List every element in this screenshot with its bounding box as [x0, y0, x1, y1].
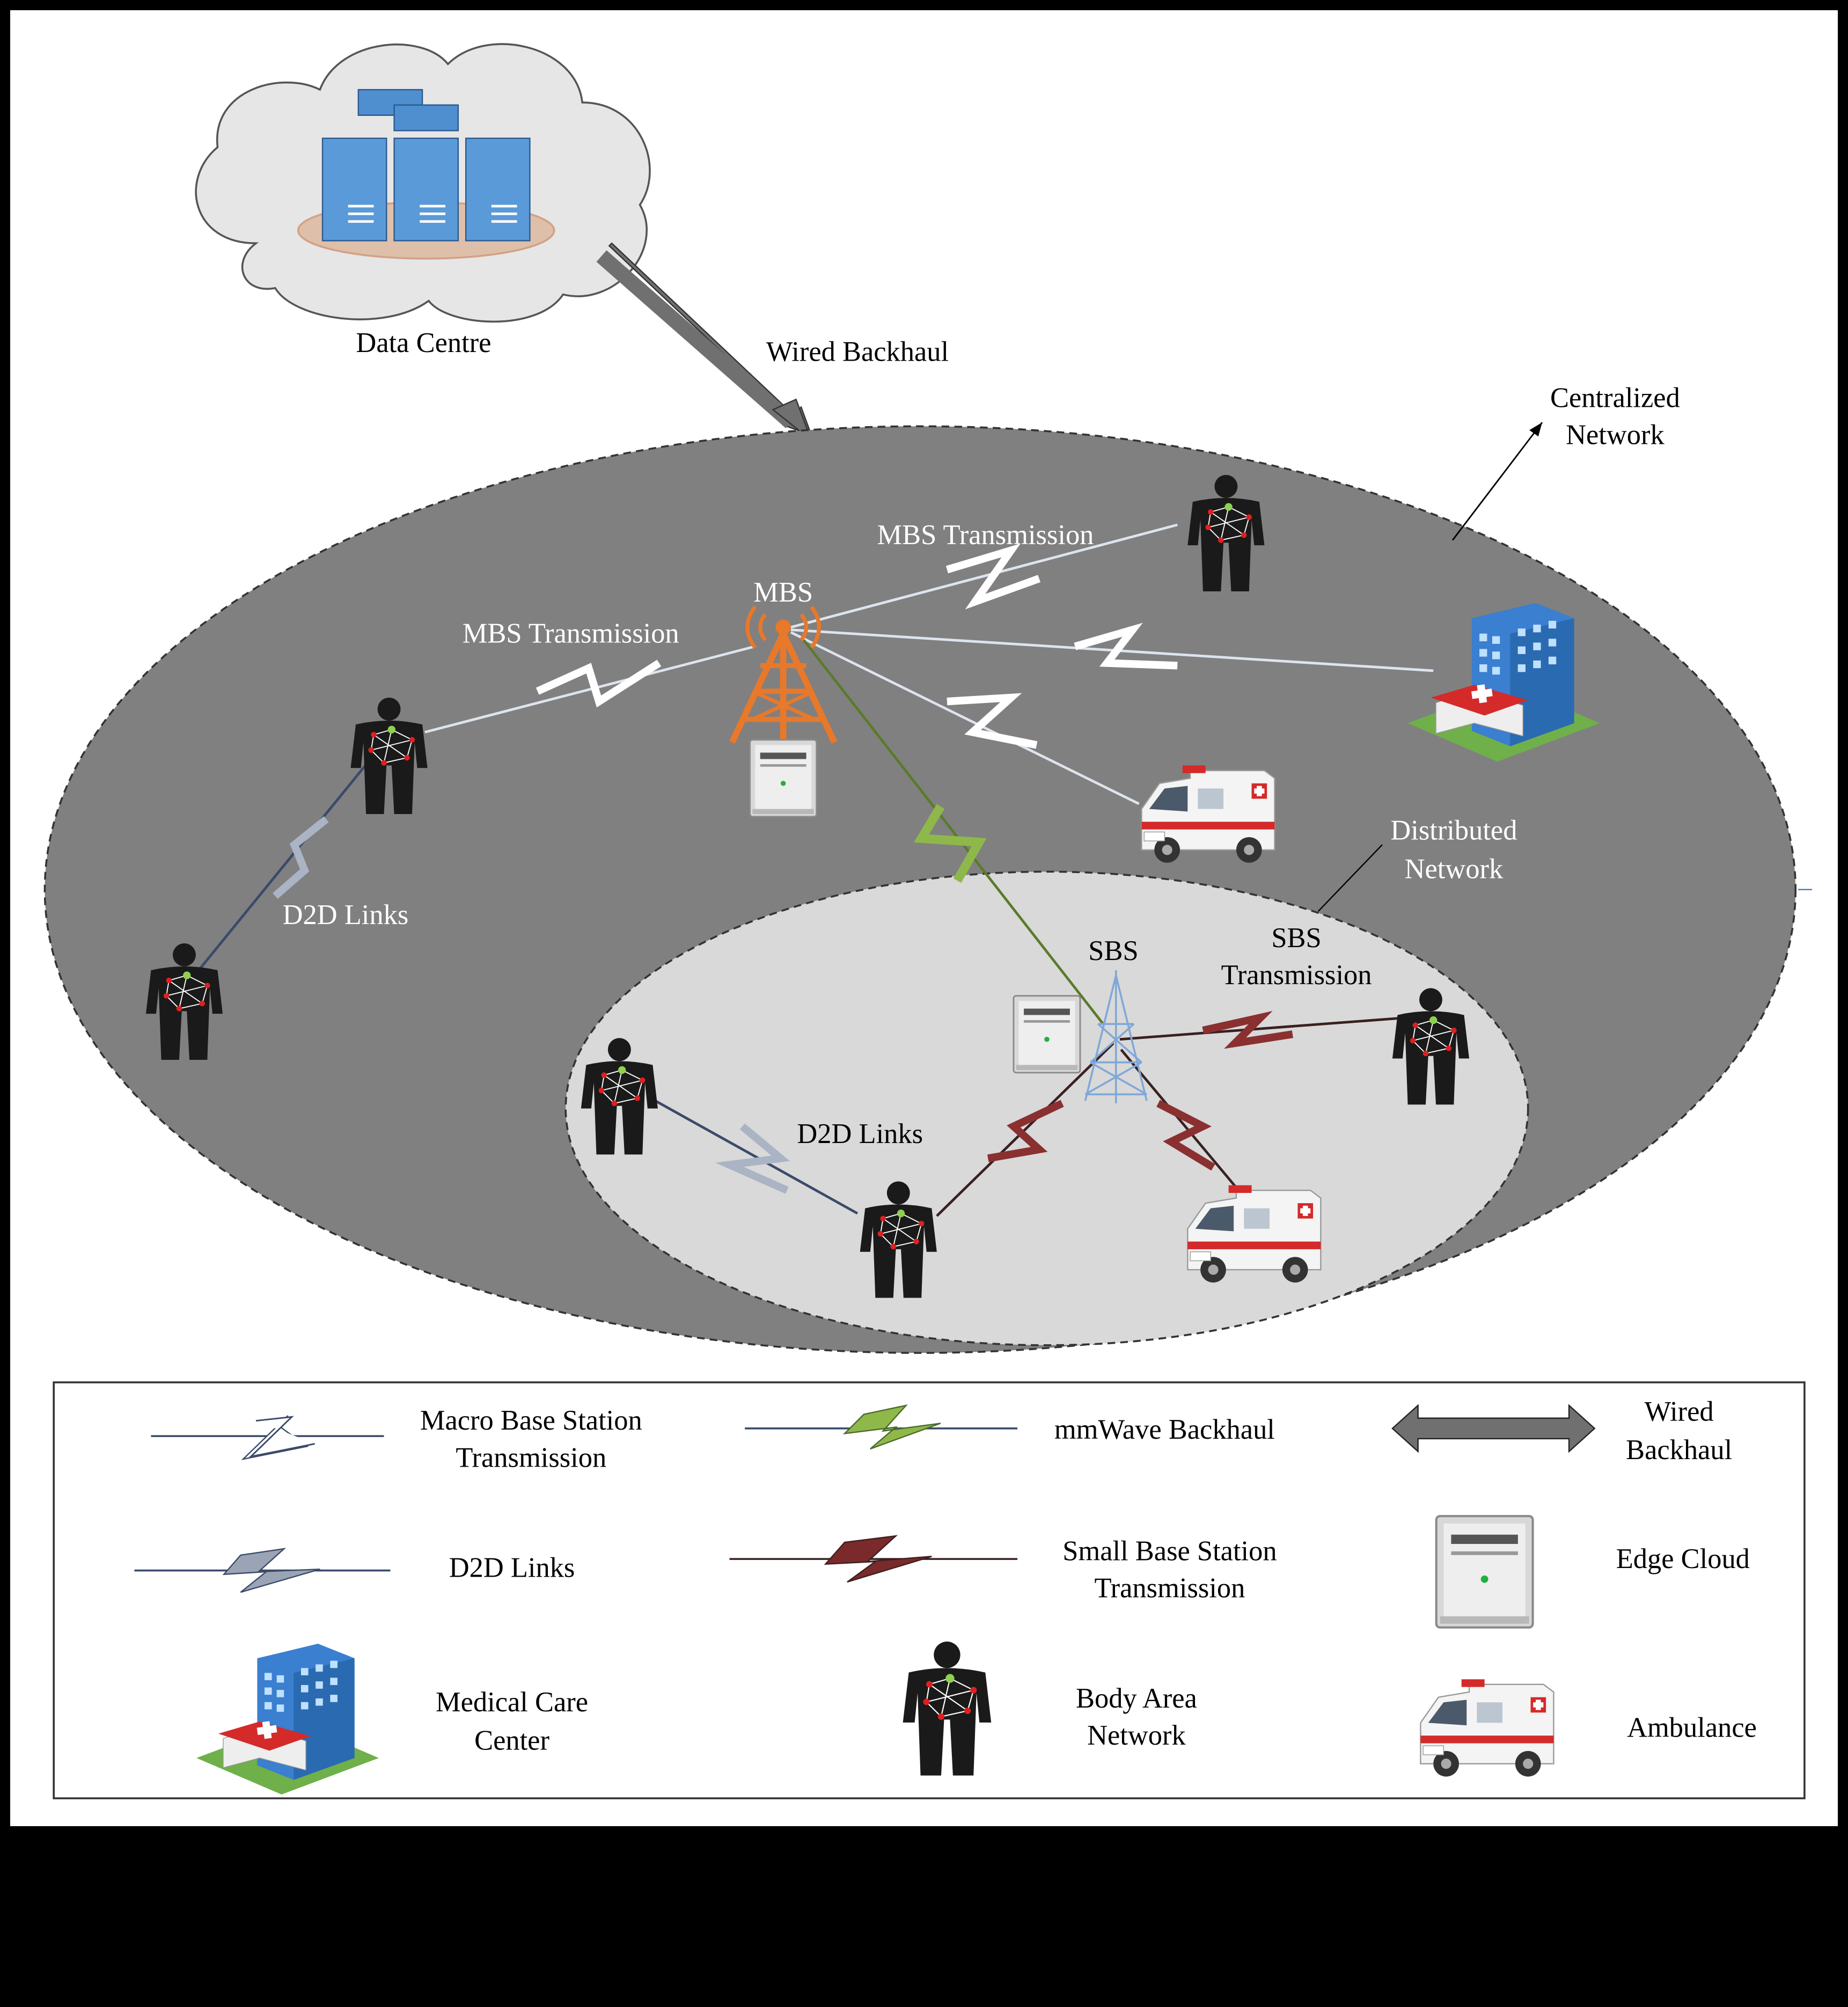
mmwave-link: [802, 639, 1104, 1025]
mbs-transmission-label-2: MBS Transmission: [463, 618, 679, 649]
sbs-transmission-label: SBS: [1271, 922, 1321, 954]
legend-mmwave-icon: [745, 1404, 1018, 1450]
mbs-transmission-label-1: MBS Transmission: [877, 519, 1094, 551]
d2d-link-outer: [193, 754, 375, 977]
legend-ban-label: Body Area: [1076, 1683, 1197, 1714]
centralized-network-label-2: Network: [1566, 420, 1664, 451]
server-rack-icon: [321, 89, 531, 241]
legend-wired-label: Wired: [1645, 1396, 1714, 1427]
sbs-edge-cloud-icon: [1013, 995, 1081, 1074]
mbs-tower-icon: [729, 605, 838, 744]
legend-macro-bs-label-2: Transmission: [456, 1442, 606, 1473]
legend-medical-label-2: Center: [474, 1725, 549, 1756]
legend-ban-label-2: Network: [1087, 1720, 1186, 1751]
legend-mmwave-label: mmWave Backhaul: [1054, 1414, 1275, 1445]
legend-edge-cloud-label: Edge Cloud: [1616, 1543, 1750, 1574]
legend-edge-cloud-icon: [1436, 1516, 1533, 1627]
d2d-links-inner-label: D2D Links: [797, 1118, 923, 1149]
mbs-links: [424, 523, 1434, 805]
legend-ambulance-label: Ambulance: [1627, 1712, 1757, 1744]
mbs-label: MBS: [753, 577, 813, 608]
legend-sbs-link-icon: [729, 1535, 1018, 1583]
sbs-label: SBS: [1088, 935, 1138, 966]
data-centre-label: Data Centre: [356, 327, 491, 358]
d2d-link-inner: [654, 1100, 859, 1215]
data-centre-cloud: [195, 43, 651, 323]
legend-mbs-link-icon: [151, 1415, 384, 1461]
legend-macro-bs-label: Macro Base Station: [420, 1405, 642, 1436]
wired-backhaul-label: Wired Backhaul: [766, 336, 949, 368]
distributed-network-label-2: Network: [1405, 853, 1504, 884]
d2d-links-outer-label: D2D Links: [283, 899, 409, 931]
legend-wired-backhaul-icon: [1391, 1404, 1596, 1453]
sbs-tower-icon: [1084, 970, 1148, 1104]
legend-d2d-label: D2D Links: [449, 1552, 575, 1583]
legend-sbs-label: Small Base Station: [1062, 1535, 1277, 1566]
sbs-transmission-label-2: Transmission: [1221, 959, 1372, 991]
legend-sbs-label-2: Transmission: [1094, 1573, 1245, 1604]
sbs-links: [936, 1010, 1408, 1217]
legend-medical-label: Medical Care: [436, 1687, 588, 1718]
distributed-pointer: [1317, 844, 1383, 912]
legend-wired-label-2: Backhaul: [1626, 1434, 1732, 1466]
legend-d2d-icon: [134, 1548, 391, 1593]
centralized-pointer: [1451, 422, 1543, 541]
mbs-edge-cloud-icon: [749, 739, 818, 818]
distributed-network-label: Distributed: [1390, 815, 1517, 846]
centralized-network-label: Centralized: [1550, 383, 1680, 414]
